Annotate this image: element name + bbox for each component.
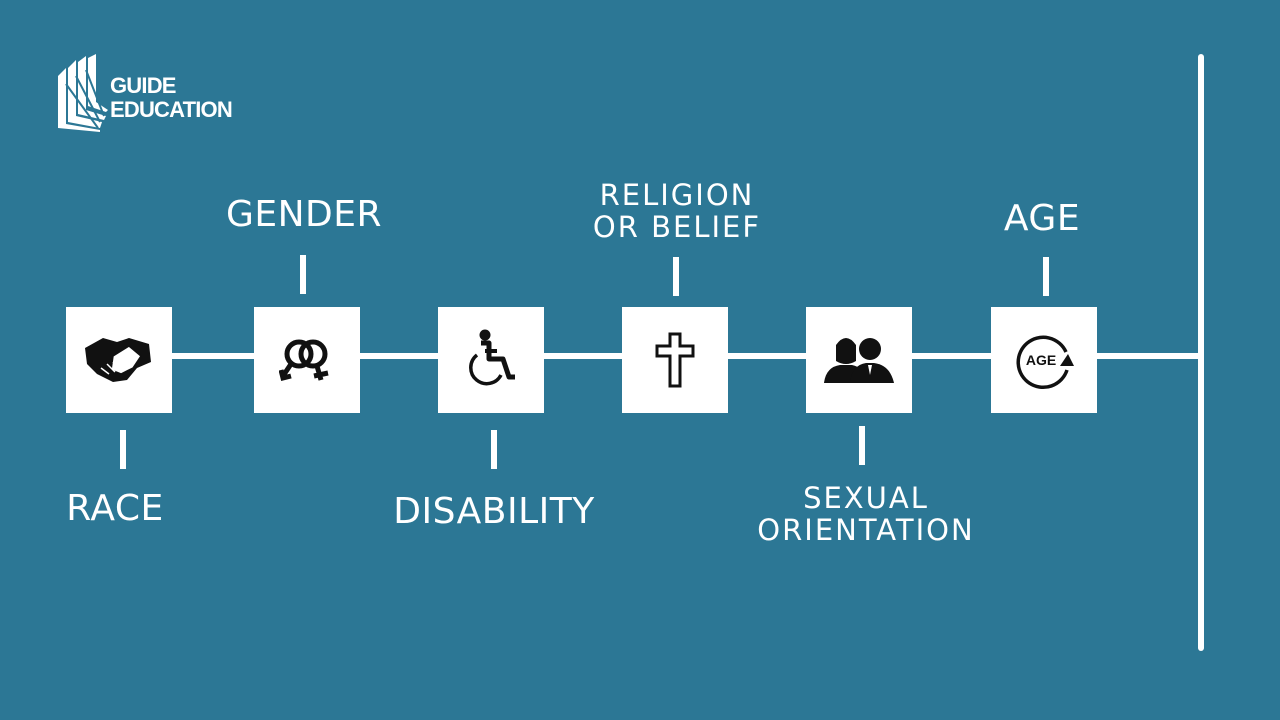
logo-text: GUIDE EDUCATION bbox=[110, 73, 233, 122]
sexual-orientation-box bbox=[806, 307, 912, 413]
age-box: AGE bbox=[991, 307, 1097, 413]
age-icon: AGE bbox=[1016, 335, 1074, 390]
cross-icon bbox=[655, 332, 695, 388]
sexual-orientation-tick bbox=[859, 426, 865, 465]
logo: GUIDE EDUCATION bbox=[56, 54, 256, 134]
religion-label-line-2: OR BELIEF bbox=[592, 210, 762, 244]
handshake-icon bbox=[85, 338, 151, 382]
wheelchair-icon bbox=[469, 329, 515, 386]
age-tick bbox=[1043, 257, 1049, 296]
logo-line-1: GUIDE bbox=[110, 73, 176, 98]
gender-tick bbox=[300, 255, 306, 294]
religion-tick bbox=[673, 257, 679, 296]
religion-box bbox=[622, 307, 728, 413]
sexual-orientation-label-line-2: ORIENTATION bbox=[757, 513, 975, 547]
religion-label-line-1: RELIGION bbox=[599, 178, 755, 212]
race-box bbox=[66, 307, 172, 413]
race-label: RACE bbox=[66, 488, 164, 529]
gender-symbols-icon bbox=[279, 339, 329, 382]
disability-tick bbox=[491, 430, 497, 469]
sexual-orientation-label-line-1: SEXUAL bbox=[803, 481, 929, 515]
sexual-orientation-label: SEXUAL ORIENTATION bbox=[740, 482, 992, 546]
book-pages-icon bbox=[58, 54, 108, 132]
disability-label: DISABILITY bbox=[393, 491, 595, 532]
gender-label: GENDER bbox=[225, 194, 383, 235]
age-icon-text: AGE bbox=[1026, 352, 1056, 368]
timeline-end-line bbox=[1198, 54, 1204, 651]
couple-icon bbox=[824, 338, 894, 383]
race-tick bbox=[120, 430, 126, 469]
gender-box bbox=[254, 307, 360, 413]
age-label: AGE bbox=[1003, 198, 1081, 239]
disability-box bbox=[438, 307, 544, 413]
logo-line-2: EDUCATION bbox=[110, 97, 233, 122]
religion-label: RELIGION OR BELIEF bbox=[572, 179, 782, 243]
